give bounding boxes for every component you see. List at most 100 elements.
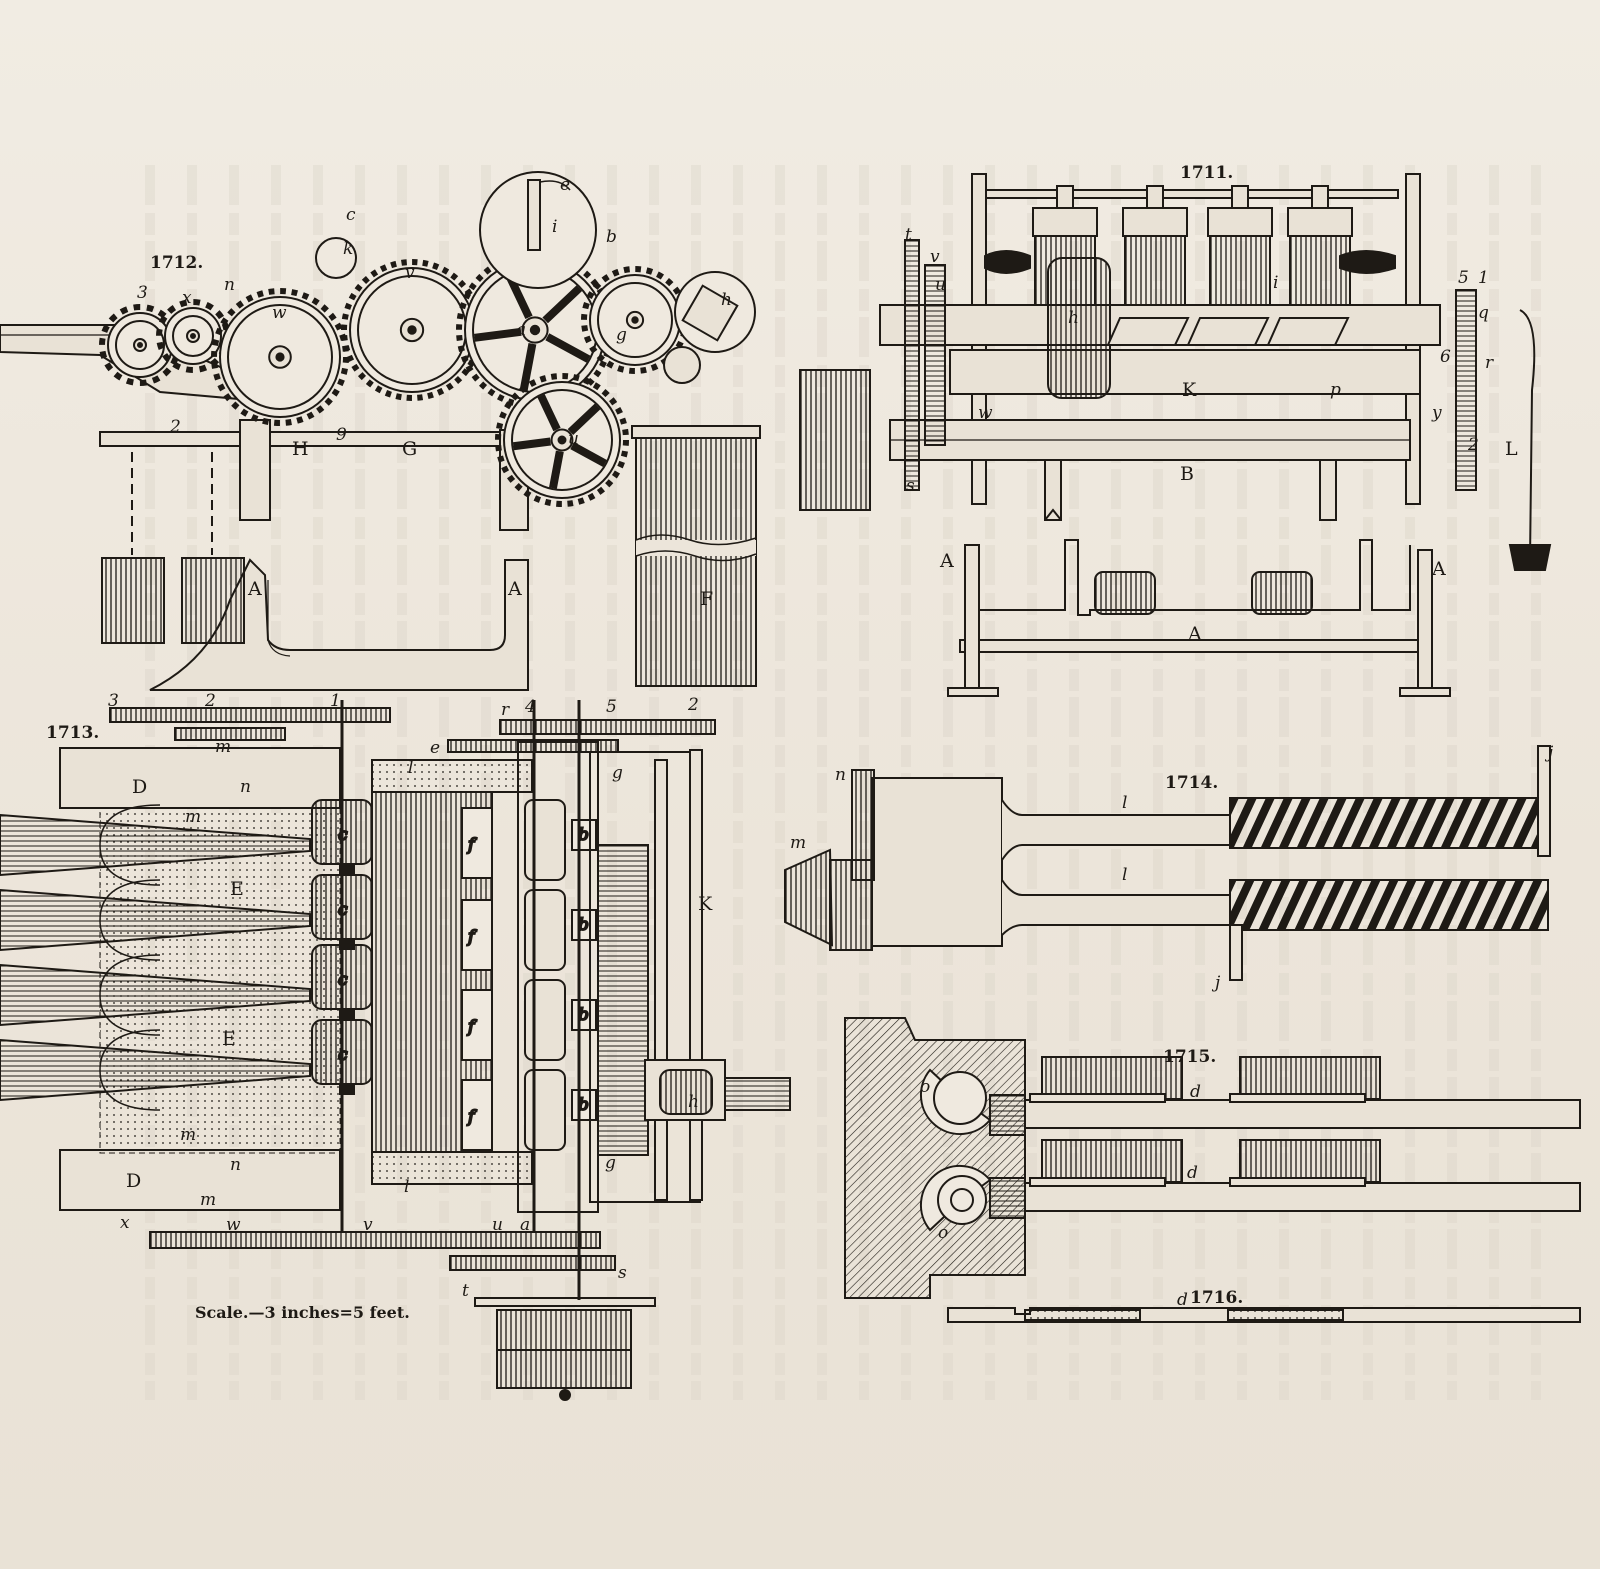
bobbin-box <box>571 909 597 941</box>
spindle-bobbin <box>1209 235 1271 317</box>
bobbin-box <box>571 999 597 1031</box>
label-w: w <box>978 403 993 423</box>
scale-text: —3 inches=5 feet. <box>249 1303 410 1322</box>
label-h: h <box>688 1092 699 1112</box>
figure-number-1713: 1713. <box>46 723 99 743</box>
label-x: x <box>182 288 192 308</box>
label-K: K <box>698 893 713 915</box>
label-n: n <box>240 777 251 797</box>
label-B: B <box>1180 463 1194 485</box>
label-D: D <box>132 776 147 798</box>
bobbin <box>524 1069 566 1151</box>
label-d: d <box>1177 1290 1188 1310</box>
label-m: m <box>185 807 201 827</box>
label-t: t <box>905 225 912 245</box>
label-t: t <box>462 1281 469 1301</box>
label-5: 5 <box>1458 268 1469 288</box>
spindle-cap <box>1032 207 1098 237</box>
gear-spoke <box>549 450 564 489</box>
label-h: h <box>721 290 732 310</box>
gear-teeth <box>495 373 629 507</box>
label-u: u <box>568 429 579 449</box>
label-g: g <box>612 763 623 783</box>
figure-1716 <box>947 1307 1581 1323</box>
gear-spoke <box>519 343 537 391</box>
label-l: l <box>408 758 413 778</box>
label-o: o <box>938 1223 948 1243</box>
figure-number-1716: 1716. <box>1190 1288 1243 1308</box>
label-l: l <box>404 1177 409 1197</box>
bobbin <box>524 979 566 1061</box>
gear-spoke <box>545 333 591 363</box>
roller-f <box>461 899 493 971</box>
gear-spoke <box>512 437 552 451</box>
label-l: l <box>1122 865 1127 885</box>
roller-k <box>315 237 357 279</box>
label-6: 6 <box>1440 347 1451 367</box>
label-s: s <box>906 476 915 496</box>
spindle-bobbin <box>1124 235 1186 317</box>
gear-teeth <box>211 288 349 426</box>
bobbin-box <box>571 1089 597 1121</box>
label-i: i <box>1273 273 1278 293</box>
scale-note: Scale.—3 inches=5 feet. <box>195 1303 410 1322</box>
label-n: n <box>224 275 235 295</box>
spindle-cap <box>1207 207 1273 237</box>
label-l: l <box>1122 793 1127 813</box>
figure-1712 <box>0 171 761 691</box>
spindle-bobbin <box>1289 235 1351 317</box>
label-A: A <box>507 578 522 600</box>
label-s: s <box>618 1263 627 1283</box>
figure-1715 <box>844 1017 1581 1299</box>
label-r: r <box>501 700 510 720</box>
roller-f <box>461 989 493 1061</box>
bobbin <box>524 889 566 971</box>
gear-spoke <box>570 442 607 468</box>
label-r: r <box>1485 353 1494 373</box>
label-5: 5 <box>606 697 617 717</box>
label-1: 1 <box>330 691 341 711</box>
label-x: x <box>120 1213 130 1233</box>
reference-letters: A A F G H e b i c k h n x 3 w v a u g 9 … <box>108 175 1554 1310</box>
label-4: 4 <box>524 697 536 717</box>
label-H: H <box>292 438 309 460</box>
label-j: j <box>1211 973 1221 993</box>
label-m: m <box>215 737 231 757</box>
figure-number-1711: 1711. <box>1180 163 1233 183</box>
label-9: 9 <box>336 425 347 445</box>
label-3: 3 <box>108 691 119 711</box>
label-2: 2 <box>1467 435 1479 455</box>
label-p: p <box>1330 380 1341 400</box>
bobbin <box>524 799 566 881</box>
label-m: m <box>790 833 806 853</box>
label-e: e <box>560 175 570 195</box>
label-y: y <box>1431 403 1442 423</box>
label-v: v <box>930 247 940 267</box>
cam-block <box>1106 317 1190 346</box>
label-n: n <box>230 1155 241 1175</box>
figure-number-1712: 1712. <box>150 253 203 273</box>
label-k: k <box>343 239 353 259</box>
label-D: D <box>126 1170 141 1192</box>
label-u: u <box>492 1215 503 1235</box>
label-A: A <box>1187 623 1202 645</box>
figure-number-1714: 1714. <box>1165 773 1218 793</box>
label-A: A <box>1431 558 1446 580</box>
spindle-cap <box>1122 207 1188 237</box>
label-w: w <box>226 1215 241 1235</box>
figure-1714 <box>784 745 1551 981</box>
label-a: a <box>520 1215 530 1235</box>
label-L: L <box>1505 438 1518 460</box>
label-e: e <box>430 738 440 758</box>
gear-spoke <box>542 285 583 324</box>
label-3: 3 <box>137 283 148 303</box>
label-v: v <box>363 1215 373 1235</box>
bobbin-box <box>571 819 597 851</box>
cam-block <box>1186 317 1270 346</box>
gear-spoke <box>537 394 561 432</box>
label-A: A <box>247 578 262 600</box>
label-F: F <box>700 588 713 610</box>
